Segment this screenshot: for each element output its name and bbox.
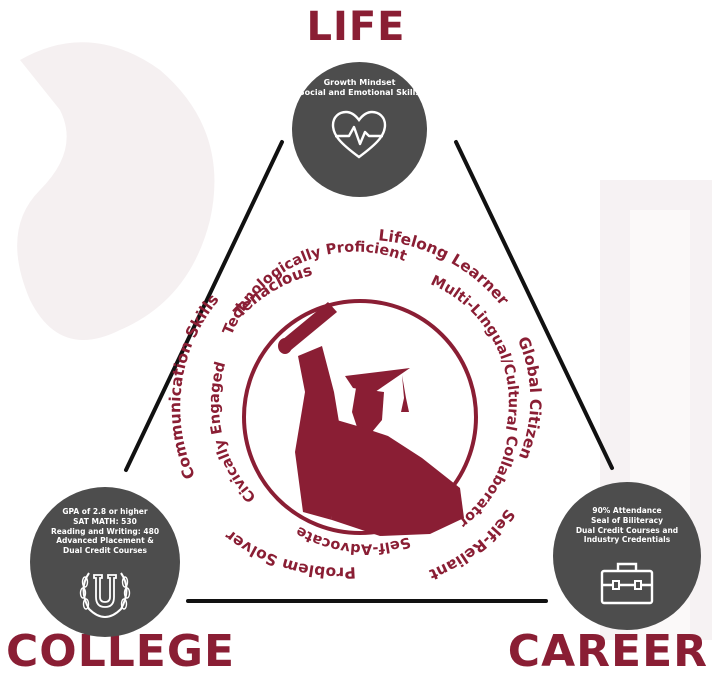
college-line: Reading and Writing: 480 bbox=[50, 526, 160, 536]
life-node-text: Growth Mindset Social and Emotional Skil… bbox=[292, 78, 427, 99]
life-line: Growth Mindset bbox=[323, 78, 396, 87]
career-line: Seal of Biliteracy bbox=[591, 515, 663, 525]
briefcase-icon bbox=[600, 562, 654, 605]
career-heading: CAREER bbox=[507, 626, 708, 677]
diploma-end bbox=[278, 338, 292, 354]
heart-pulse-icon bbox=[331, 110, 387, 159]
mortarboard bbox=[345, 368, 410, 392]
college-node: GPA of 2.8 or higher SAT MATH: 530 Readi… bbox=[30, 487, 180, 637]
gown bbox=[326, 418, 464, 536]
connector-life-career bbox=[454, 140, 614, 470]
college-line: SAT MATH: 530 bbox=[73, 516, 137, 526]
career-node-text: 90% Attendance Seal of Biliteracy Dual C… bbox=[553, 506, 701, 545]
diploma-scroll bbox=[282, 302, 337, 350]
career-line: Dual Credit Courses and bbox=[575, 525, 679, 535]
trait-lifelong-learner: Lifelong Learner bbox=[378, 226, 513, 309]
life-node: Growth Mindset Social and Emotional Skil… bbox=[292, 62, 427, 197]
connector-life-college bbox=[124, 140, 284, 472]
career-line: 90% Attendance bbox=[592, 506, 662, 515]
college-line: GPA of 2.8 or higher bbox=[62, 507, 148, 516]
tassel bbox=[401, 375, 409, 412]
career-node: 90% Attendance Seal of Biliteracy Dual C… bbox=[553, 482, 701, 630]
college-node-text: GPA of 2.8 or higher SAT MATH: 530 Readi… bbox=[30, 507, 180, 556]
graduate-silhouette bbox=[278, 302, 464, 536]
head bbox=[352, 388, 384, 432]
trait-problem-solver: Problem Solver bbox=[222, 526, 357, 582]
life-line: Social and Emotional Skills bbox=[298, 88, 421, 98]
college-line: Dual Credit Courses bbox=[63, 546, 147, 555]
career-line: Industry Credentials bbox=[583, 535, 671, 545]
life-heading: LIFE bbox=[306, 4, 406, 50]
laurel-u-emblem-icon bbox=[79, 572, 131, 618]
college-line: Advanced Placement & bbox=[56, 536, 154, 546]
